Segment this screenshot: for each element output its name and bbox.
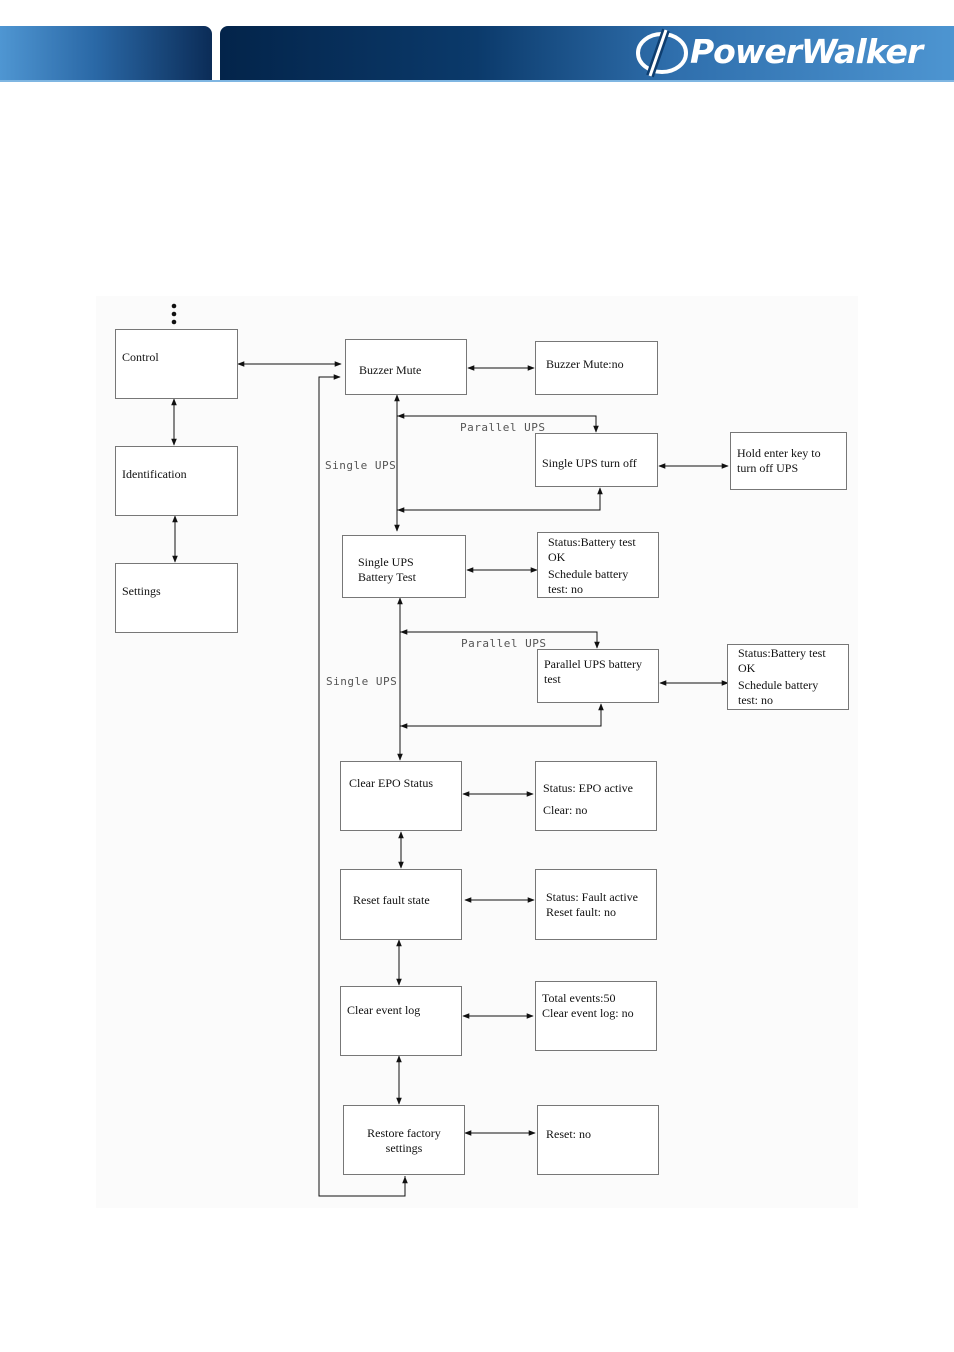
node-single-battery-status-label: Status:Battery test OK (548, 535, 636, 564)
node-buzzer-mute: Buzzer Mute (345, 339, 467, 395)
node-event-log-status: Total events:50 Clear event log: no (535, 981, 657, 1051)
node-fault-status: Status: Fault active Reset fault: no (535, 869, 657, 940)
node-reset-value: Reset: no (537, 1105, 659, 1175)
node-buzzer-mute-label: Buzzer Mute (359, 363, 422, 377)
node-single-ups-turn-off-label: Single UPS turn off (542, 456, 637, 470)
menu-settings: Settings (115, 563, 238, 633)
node-parallel-ups-battery-test: Parallel UPS battery test (537, 649, 659, 703)
node-clear-event-log-label: Clear event log (347, 1003, 421, 1017)
node-single-battery-status: Status:Battery test OK Schedule battery … (537, 532, 659, 598)
label-single-ups-1: Single UPS (325, 459, 397, 472)
node-fault-status-label: Status: Fault active Reset fault: no (546, 890, 638, 919)
node-parallel-battery-schedule-label: Schedule battery test: no (738, 678, 819, 707)
node-reset-fault-state: Reset fault state (340, 869, 462, 940)
header-banner (220, 26, 954, 82)
node-event-log-status-label: Total events:50 Clear event log: no (542, 991, 634, 1020)
node-epo-status-label: Status: EPO active (543, 781, 633, 795)
header-divider (0, 80, 954, 82)
node-parallel-ups-battery-test-label: Parallel UPS battery test (544, 657, 642, 686)
node-restore-factory-label: Restore factory settings (367, 1126, 441, 1155)
menu-control-label: Control (122, 350, 159, 364)
powerwalker-logo-icon (636, 28, 688, 78)
node-clear-epo-status: Clear EPO Status (340, 761, 462, 831)
node-buzzer-mute-value: Buzzer Mute:no (535, 341, 658, 395)
node-single-ups-battery-test-label: Single UPS Battery Test (358, 555, 416, 584)
node-clear-epo-status-label: Clear EPO Status (349, 776, 433, 790)
node-reset-value-label: Reset: no (546, 1127, 591, 1141)
node-single-ups-turn-off: Single UPS turn off (535, 433, 658, 487)
menu-control: Control (115, 329, 238, 399)
node-parallel-battery-status: Status:Battery test OK Schedule battery … (727, 644, 849, 710)
node-single-ups-battery-test: Single UPS Battery Test (342, 535, 466, 598)
header-banner-left (0, 26, 212, 82)
node-reset-fault-state-label: Reset fault state (353, 893, 430, 907)
node-clear-event-log: Clear event log (340, 986, 462, 1056)
label-single-ups-2: Single UPS (326, 675, 398, 688)
node-single-battery-schedule-label: Schedule battery test: no (548, 567, 629, 596)
menu-settings-label: Settings (122, 584, 161, 598)
menu-identification-label: Identification (122, 467, 187, 481)
node-restore-factory: Restore factory settings (343, 1105, 465, 1175)
node-hold-enter-label: Hold enter key to turn off UPS (737, 446, 821, 475)
node-epo-clear-label: Clear: no (543, 803, 588, 817)
brand-logo: PowerWalker (632, 28, 942, 78)
label-parallel-ups-2: Parallel UPS (461, 637, 547, 650)
brand-name: PowerWalker (690, 32, 923, 71)
node-epo-status: Status: EPO active Clear: no (535, 761, 657, 831)
node-hold-enter: Hold enter key to turn off UPS (730, 432, 847, 490)
menu-identification: Identification (115, 446, 238, 516)
node-buzzer-mute-value-label: Buzzer Mute:no (546, 357, 624, 371)
label-parallel-ups-1: Parallel UPS (460, 421, 546, 434)
node-parallel-battery-status-label: Status:Battery test OK (738, 646, 826, 675)
